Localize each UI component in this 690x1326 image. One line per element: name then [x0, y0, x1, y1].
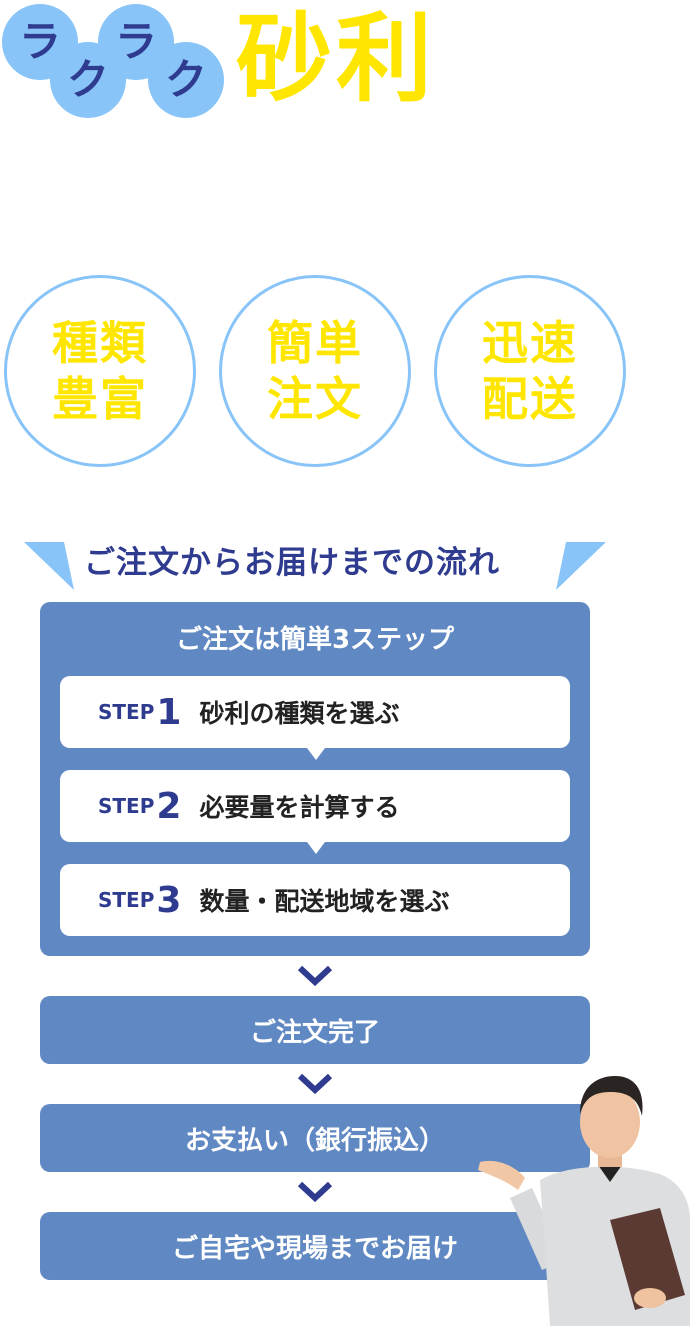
step-text: 砂利の種類を選ぶ	[199, 699, 400, 728]
step-text: 数量・配送地域を選ぶ	[199, 887, 450, 916]
stage-payment: お支払い（銀行振込）	[40, 1104, 590, 1172]
chevron-down-icon	[297, 965, 333, 987]
feature-line: 注文	[267, 372, 363, 426]
steps-box: ご注文は簡単3ステップ STEP 1 砂利の種類を選ぶ STEP 2 必要量を計…	[40, 602, 590, 956]
feature-line: 豊富	[52, 372, 148, 426]
stage-order-complete: ご注文完了	[40, 996, 590, 1064]
down-pointer-icon	[307, 748, 325, 760]
right-slash-decoration-icon	[556, 542, 606, 590]
logo-bubble: ク	[50, 42, 126, 118]
worker-person-image	[478, 1076, 690, 1326]
feature-line: 配送	[482, 372, 578, 426]
chevron-down-icon	[297, 1073, 333, 1095]
stage-delivery: ご自宅や現場までお届け	[40, 1212, 590, 1280]
logo-bubble: ラ	[2, 4, 78, 80]
logo-title: 砂利	[236, 3, 436, 115]
step-label: STEP	[98, 794, 155, 818]
step-label: STEP	[98, 700, 155, 724]
logo: ラ ク ラ ク 砂利	[0, 0, 480, 130]
feature-line: 種類	[52, 316, 148, 370]
step-2: STEP 2 必要量を計算する	[60, 770, 570, 854]
steps-title: ご注文は簡単3ステップ	[175, 625, 455, 655]
feature-line: 簡単	[267, 316, 363, 370]
step-3: STEP 3 数量・配送地域を選ぶ	[60, 864, 570, 936]
left-slash-decoration-icon	[24, 542, 74, 590]
step-number: 2	[156, 785, 182, 827]
logo-bubble: ク	[148, 42, 224, 118]
chevron-down-icon	[297, 1181, 333, 1203]
feature-fast-delivery: 迅速 配送	[434, 275, 626, 467]
step-number: 3	[156, 879, 182, 921]
feature-variety: 種類 豊富	[4, 275, 196, 467]
step-number: 1	[156, 691, 182, 733]
flow-heading: ご注文からお届けまでの流れ	[0, 540, 690, 590]
step-1: STEP 1 砂利の種類を選ぶ	[60, 676, 570, 760]
feature-easy-order: 簡単 注文	[219, 275, 411, 467]
step-label: STEP	[98, 888, 155, 912]
down-pointer-icon	[307, 842, 325, 854]
step-text: 必要量を計算する	[199, 793, 400, 822]
feature-line: 迅速	[482, 316, 578, 370]
flow-heading-text: ご注文からお届けまでの流れ	[84, 545, 500, 581]
